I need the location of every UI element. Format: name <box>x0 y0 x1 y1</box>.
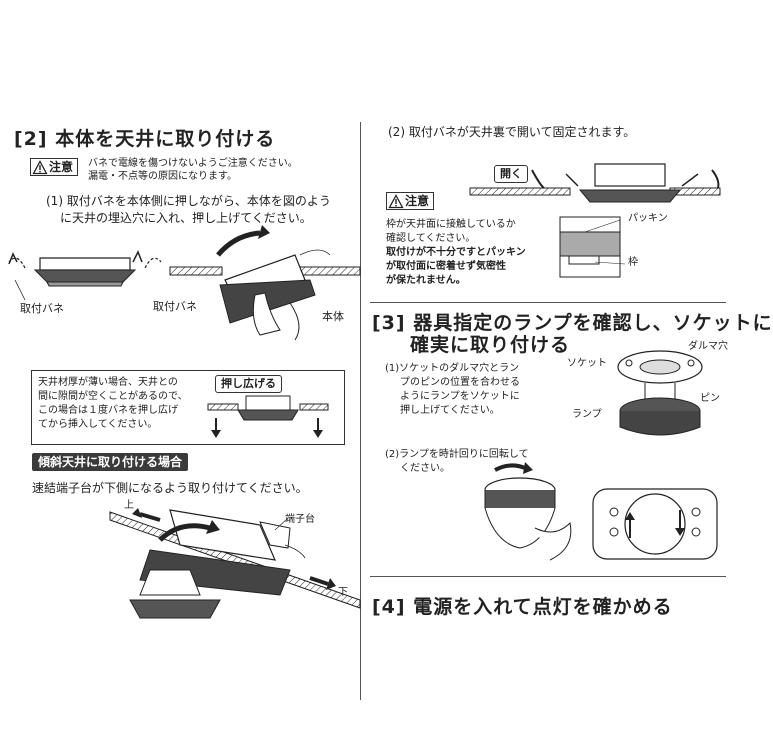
caution-right-line-5: が保たれません。 <box>386 275 466 286</box>
socket-face-diagram <box>592 488 718 560</box>
fixture-springs-illustration <box>8 250 162 301</box>
spring-label-center: 取付バネ <box>153 300 197 313</box>
s3-step1-line-4: 押し上げてください。 <box>400 405 500 416</box>
caution-badge: 注意 <box>30 158 79 176</box>
terminal-block-label: 端子台 <box>285 514 315 525</box>
hand-insert-illustration <box>169 225 361 341</box>
step2-text: (2) 取付バネが天井裏で開いて固定されます。 <box>388 125 636 139</box>
rotate-lamp-illustration <box>484 462 572 561</box>
packing-frame-detail <box>559 216 626 278</box>
s3-step2-line-2: ください。 <box>400 463 450 474</box>
tilted-ceiling-heading: 傾斜天井に取り付ける場合 <box>32 453 189 471</box>
caution-line-1: バネで電線を傷つけないようご注意ください。 <box>88 158 298 169</box>
spring-open-illustration <box>469 163 721 203</box>
tilted-ceiling-text: 速結端子台が下側になるよう取り付けてください。 <box>32 481 308 495</box>
spring-label-left: 取付バネ <box>20 302 64 315</box>
daruma-hole-label: ダルマ穴 <box>688 341 728 352</box>
caution-label: 注意 <box>49 160 74 174</box>
thin-note-line-4: てから挿入してください。 <box>38 419 158 430</box>
lamp-label: ランプ <box>572 409 602 420</box>
caution-label-right: 注意 <box>405 194 430 208</box>
lower-mark: 下 <box>338 587 348 598</box>
step1-line-2: に天井の埋込穴に入れ、押し上げてください。 <box>60 211 312 225</box>
thin-note-line-2: 間に隙間が空くことがあるので、 <box>38 391 188 402</box>
upper-mark: 上 <box>124 500 134 511</box>
s3-step1-line-3: ようにランプをソケットに <box>400 391 520 402</box>
caution-right-line-4: が取付面に密着せず気密性 <box>386 261 506 272</box>
column-divider <box>360 122 361 700</box>
push-spread-tag: 押し広げる <box>215 375 282 393</box>
open-tag: 開く <box>494 165 528 183</box>
socket-label: ソケット <box>567 358 607 369</box>
caution-right-line-3: 取付けが不十分ですとパッキン <box>386 247 526 258</box>
section2-title: [2] 本体を天井に取り付ける <box>14 128 276 150</box>
tilted-install-illustration <box>109 508 361 619</box>
caution-right-line-2: 確認してください。 <box>386 233 476 244</box>
frame-label: 枠 <box>628 257 638 268</box>
section3-divider <box>370 302 726 303</box>
s3-step1-line-1: (1)ソケットのダルマ穴とラン <box>385 363 520 374</box>
section3-title-line-1: [3] 器具指定のランプを確認し、ソケットに <box>372 312 773 334</box>
section4-divider <box>370 576 726 577</box>
thin-note-line-3: この場合は１度バネを押し広げ <box>38 405 178 416</box>
step1-line-1: (1) 取付バネを本体側に押しながら、本体を図のよう <box>46 194 331 208</box>
body-label: 本体 <box>322 310 344 323</box>
caution-right-line-1: 枠が天井面に接触しているか <box>386 219 516 230</box>
push-spread-illustration <box>207 395 329 438</box>
section4-title: [4] 電源を入れて点灯を確かめる <box>372 596 673 618</box>
warning-icon <box>32 159 48 174</box>
warning-icon <box>388 193 404 208</box>
socket-lamp-illustration <box>617 350 703 436</box>
packing-label: パッキン <box>628 213 668 224</box>
pin-label: ピン <box>700 393 720 404</box>
caution-badge-right: 注意 <box>386 192 435 210</box>
caution-line-2: 漏電・不点等の原因になります。 <box>88 171 237 182</box>
s3-step2-line-1: (2)ランプを時計回りに回転して <box>385 449 529 460</box>
s3-step1-line-2: プのピンの位置を合わせる <box>400 377 520 388</box>
thin-note-line-1: 天井材厚が薄い場合、天井との <box>38 377 178 388</box>
thin-ceiling-note-box <box>31 370 345 445</box>
section3-title-line-2: 確実に取り付ける <box>410 334 571 356</box>
